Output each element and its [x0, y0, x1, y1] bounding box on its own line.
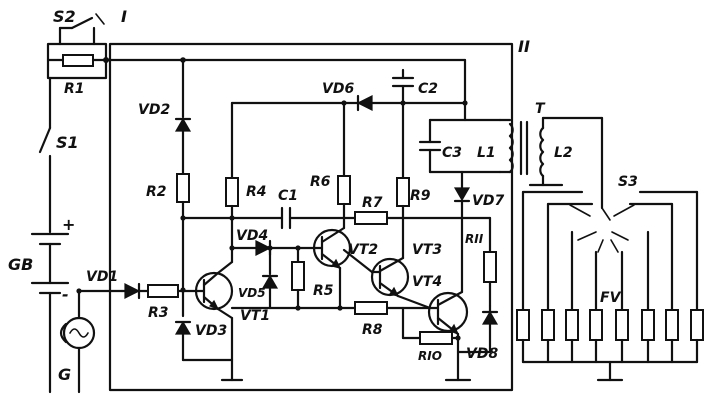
label-plus: + [62, 215, 75, 234]
vt3-r9 [370, 101, 432, 310]
c3-l1-tank [418, 58, 529, 206]
s3-distributor [521, 190, 699, 312]
label-vd7: VD7 [472, 193, 504, 209]
vd6 [356, 94, 468, 112]
label-r2: R2 [146, 184, 167, 200]
label-g: G [58, 365, 71, 384]
label-vd4: VD4 [236, 228, 268, 244]
vt2-r6 [312, 100, 374, 310]
label-c1: C1 [278, 188, 298, 204]
l2-secondary [528, 116, 604, 210]
vd5-r5 [230, 246, 432, 315]
label-vt3: VT3 [412, 242, 442, 258]
label-r5: R5 [313, 283, 334, 299]
vt4 [401, 202, 472, 382]
label-r6: R6 [310, 174, 331, 190]
label-vd8: VD8 [466, 346, 498, 362]
label-r4: R4 [246, 184, 267, 200]
label-c2: C2 [418, 81, 438, 97]
fv-spark-plugs [516, 309, 704, 382]
label-vd6: VD6 [322, 81, 354, 97]
label-r9: R9 [410, 188, 431, 204]
label-r1: R1 [64, 81, 85, 97]
generator-g [59, 288, 124, 394]
vt1 [194, 260, 244, 382]
label-s3: S3 [618, 174, 638, 190]
label-vd3: VD3 [195, 323, 227, 339]
label-minus: - [62, 285, 69, 304]
label-ii: II [518, 37, 530, 56]
vd2-column [174, 58, 234, 362]
label-i: I [121, 7, 127, 26]
label-s2: S2 [53, 7, 76, 26]
vd1-r3 [120, 282, 198, 300]
label-vt4: VT4 [412, 274, 442, 290]
label-fv: FV [600, 290, 622, 306]
label-r3: R3 [148, 305, 169, 321]
r11-vd8 [456, 216, 499, 354]
label-t: T [535, 101, 546, 117]
label-l1: L1 [477, 145, 496, 161]
supply-column [30, 76, 70, 394]
label-vd2: VD2 [138, 102, 170, 118]
block-i [46, 13, 112, 80]
label-vt1: VT1 [240, 308, 270, 324]
label-vd1: VD1 [86, 269, 118, 285]
label-c3: C3 [442, 145, 462, 161]
r4-column [225, 101, 362, 264]
label-vt2: VT2 [348, 242, 378, 258]
block-ii-frame [108, 42, 514, 392]
label-l2: L2 [554, 145, 573, 161]
c2 [391, 68, 415, 105]
label-s1: S1 [56, 133, 79, 152]
label-r10: RIO [418, 349, 442, 363]
label-gb: GB [8, 255, 33, 274]
c1-row [180, 206, 492, 230]
label-vd5: VD5 [238, 286, 266, 300]
label-r7: R7 [362, 195, 383, 211]
label-r8: R8 [362, 322, 383, 338]
label-r11: RII [465, 232, 484, 246]
